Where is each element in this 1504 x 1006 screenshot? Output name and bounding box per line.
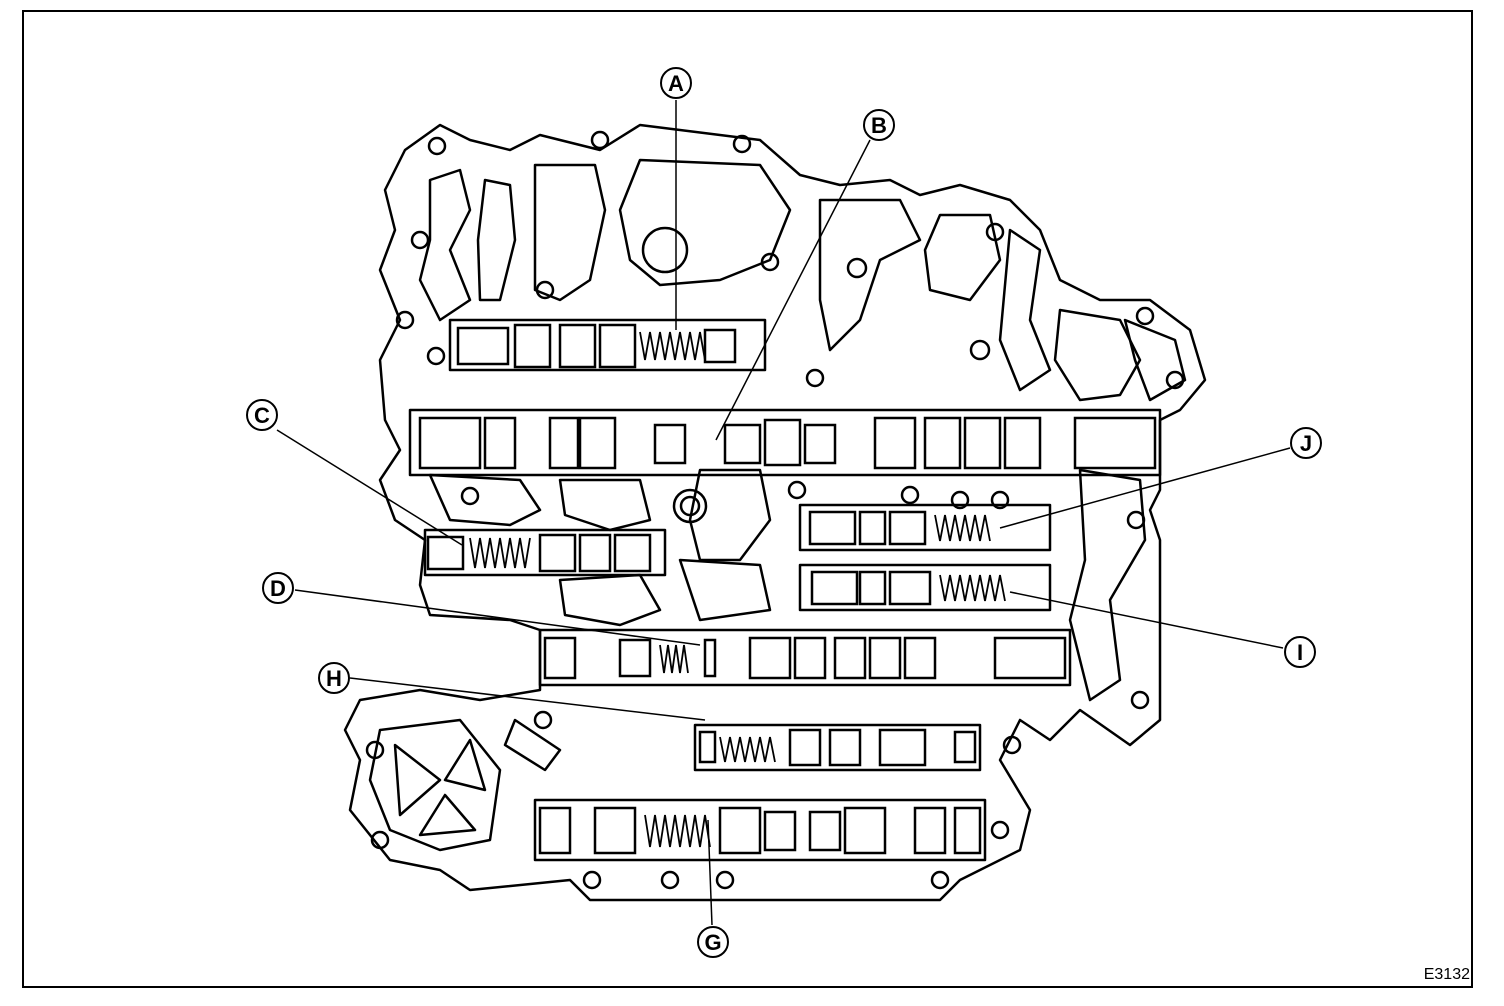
callout-label-a: A (668, 71, 684, 96)
passage (558, 573, 662, 627)
valve-bore (798, 563, 1052, 612)
bolt-holes (365, 130, 1185, 890)
passage (688, 468, 772, 562)
valve-bore (798, 503, 1052, 552)
callout-i: I (1284, 636, 1316, 668)
spring (639, 331, 706, 361)
spring (644, 814, 711, 848)
leader-line-h (349, 677, 706, 721)
leader-line-j (999, 447, 1291, 529)
valve-bore (538, 628, 1072, 687)
callout-h: H (318, 662, 350, 694)
callout-b: B (863, 109, 895, 141)
valve-spool-h (698, 728, 977, 767)
callout-label-g: G (704, 930, 721, 955)
valve-spool-j (808, 510, 927, 546)
passage (418, 168, 472, 322)
passage (1053, 308, 1142, 402)
callout-label-c: C (254, 403, 270, 428)
leader-lines (276, 100, 1291, 926)
valve-spool-g (538, 806, 982, 855)
callout-label-i: I (1297, 640, 1303, 665)
passage (923, 213, 1002, 302)
lower-left-web (393, 738, 487, 837)
callout-d: D (262, 572, 294, 604)
spring (469, 537, 531, 569)
spring (719, 736, 776, 763)
passage (503, 718, 562, 772)
valve-bore (423, 528, 667, 577)
callout-a: A (660, 67, 692, 99)
callout-label-d: D (270, 576, 286, 601)
figure-code: E3132 (1423, 966, 1470, 983)
callout-label-h: H (326, 666, 342, 691)
valve-spool-d (543, 636, 1067, 680)
leader-line-i (1009, 591, 1284, 649)
callout-c: C (246, 399, 278, 431)
callout-g: G (697, 926, 729, 958)
valve-bore (533, 798, 987, 862)
valve-spool-i (810, 570, 932, 606)
passage (558, 478, 652, 532)
passage (818, 198, 922, 352)
leader-line-c (276, 429, 463, 546)
lower-left-web (368, 718, 502, 852)
springs (469, 331, 1006, 848)
valve-bore (693, 723, 982, 772)
callout-label-b: B (871, 113, 887, 138)
passage (618, 158, 792, 287)
valve-spool-a (456, 323, 737, 369)
passage (476, 178, 517, 302)
callout-label-j: J (1300, 431, 1312, 456)
valve-spool-c (426, 533, 652, 573)
passage (998, 228, 1052, 392)
leader-line-g (707, 819, 713, 926)
spring (934, 514, 991, 542)
valve-bore (408, 408, 1162, 477)
leader-line-d (294, 589, 701, 646)
leader-line-b (715, 139, 871, 441)
passage (678, 558, 772, 622)
passage (533, 163, 607, 302)
figure-frame (22, 10, 1473, 988)
valve-body-plate (343, 123, 1207, 902)
callout-j: J (1290, 427, 1322, 459)
valve-spool-b (418, 416, 1157, 470)
passage (428, 473, 542, 527)
passage (1123, 318, 1187, 402)
passage (1068, 468, 1147, 702)
spring (939, 574, 1006, 602)
spring (659, 644, 689, 674)
